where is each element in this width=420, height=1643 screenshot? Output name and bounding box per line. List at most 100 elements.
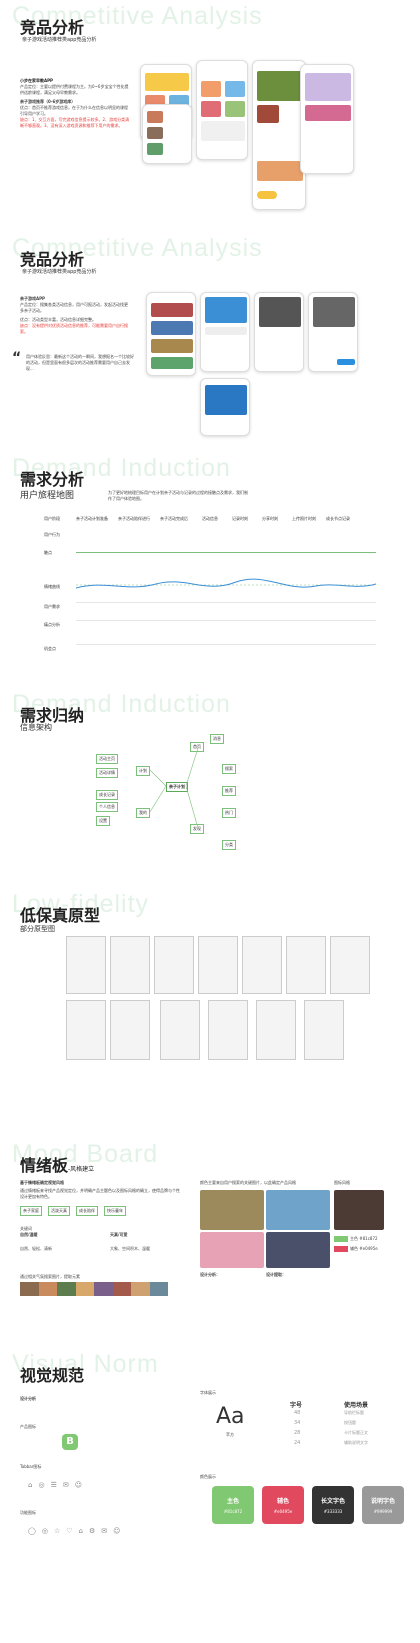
ia-leaf: 设置 — [96, 816, 110, 826]
tabbar-label: Tabbar图标 — [20, 1464, 42, 1469]
func-icon: ◎ — [41, 1527, 48, 1535]
mood-photo — [266, 1232, 330, 1268]
stage: 亲子活动计划准备 — [76, 516, 108, 521]
color-card-main: 主色#81c872 — [212, 1486, 254, 1524]
stage: 亲子活动完成后 — [160, 516, 188, 521]
home-icon: ⌂ — [28, 1481, 33, 1489]
wireframe — [242, 936, 282, 994]
color-name: 说明字色 — [370, 1498, 395, 1505]
wireframe — [208, 1000, 248, 1060]
ia-subtitle: 信息架构 — [20, 723, 52, 732]
demand-section: Demand Induction 需求分析 用户旅程地图 为了更好地梳理目标用户… — [0, 450, 420, 690]
lowfi-section: Low-fidelity 低保真原型 部分原型图 — [0, 890, 420, 1090]
aux-color-label: 辅色 #e0495e — [350, 1246, 378, 1251]
ia-branch: 计划 — [136, 766, 150, 776]
wireframe — [66, 936, 106, 994]
photo-strip — [20, 1282, 168, 1296]
color-card-hint: 说明字色 #999999 — [362, 1486, 404, 1524]
main-color-swatch — [334, 1236, 348, 1242]
color-hex: #81c872 — [223, 1509, 243, 1514]
mood-photo — [200, 1190, 264, 1230]
color-label: 颜色展示 — [200, 1474, 216, 1479]
usage-label: 使用场景 — [344, 1402, 369, 1409]
size-value: 24 — [294, 1440, 301, 1446]
lowfi-subtitle: 部分原型图 — [20, 925, 55, 933]
phone-mockup-5 — [300, 64, 354, 174]
func-icon: ♡ — [66, 1527, 73, 1535]
wireframe — [304, 1000, 344, 1060]
aux-color-swatch — [334, 1246, 348, 1252]
logo-label: 产品图标 — [20, 1424, 36, 1429]
emotion-curve — [76, 578, 376, 589]
color-name: 辅色 — [276, 1498, 289, 1505]
journey-row-label: 机会点 — [44, 646, 56, 651]
journey-subtitle: 用户旅程地图 — [20, 491, 75, 501]
ia-leaf: 成长记录 — [96, 790, 118, 800]
keyword2: 自然、轻松、清新 — [20, 1246, 52, 1251]
feature-title: 亲子游戏推荐（0-6岁游戏库） — [20, 99, 76, 104]
ia-leaf: 分类 — [222, 840, 236, 850]
visual-title: 视觉规范 — [20, 1366, 85, 1385]
ia-leaf: 热门 — [222, 808, 236, 818]
phone2-mockup-5 — [200, 378, 250, 436]
wireframe — [198, 936, 238, 994]
app2-cons: 缺点：没有提供对优质活动信息的推荐，可能需要用户自行搜索。 — [20, 323, 128, 334]
usage-value: 按钮题 — [344, 1420, 356, 1425]
competitive-section-2: Competitive Analysis 竞品分析 亲子游戏活动推荐类app竞品… — [0, 230, 420, 440]
needs-divider — [76, 602, 376, 603]
journey-row-label: 触点 — [44, 550, 52, 555]
func-icon: ⌂ — [78, 1527, 83, 1535]
app-name: 小步在家早教APP — [20, 78, 53, 83]
competitive-subtitle: 亲子游戏活动推荐类app竞品分析 — [22, 37, 97, 43]
font-sample: Aa — [216, 1404, 245, 1429]
ia-leaf: 消息 — [210, 734, 224, 744]
competitive2-subtitle: 亲子游戏活动推荐类app竞品分析 — [22, 269, 97, 275]
color-hex: #999999 — [373, 1509, 393, 1514]
product-logo-icon: B — [62, 1434, 78, 1450]
wireframe — [160, 1000, 200, 1060]
phone-mockup-2 — [142, 104, 192, 164]
wireframe — [66, 1000, 106, 1060]
mood-photo — [200, 1232, 264, 1268]
induction-title: 需求归纳 — [20, 706, 85, 725]
mood-tag: 活泼天真 — [48, 1206, 70, 1216]
color-card-text: 长文字色#333333 — [312, 1486, 354, 1524]
font-label: 字体展示 — [200, 1390, 216, 1395]
mood-tag: 成长陪伴 — [76, 1206, 98, 1216]
size-value: 34 — [294, 1420, 301, 1426]
profile-icon: ☺ — [74, 1481, 83, 1489]
lowfi-bg-title: Low-fidelity — [12, 890, 150, 918]
journey-stage-row: 用户阶段 亲子活动计划准备 亲子活动陪伴进行 亲子活动完成后 活动信息 记录时刻… — [44, 516, 384, 522]
phone-mockup-4 — [252, 60, 306, 210]
func-icon: ✉ — [101, 1527, 108, 1535]
ia-leaf: 搜索 — [222, 764, 236, 774]
phone2-mockup-3 — [254, 292, 304, 372]
func-label: 功能图标 — [20, 1510, 36, 1515]
usage-value: 导航栏标题 — [344, 1410, 364, 1415]
lowfi-title: 低保真原型 — [20, 906, 101, 925]
competitive2-bg-title: Competitive Analysis — [12, 234, 263, 262]
keyword2: 大象、空间积木、温暖 — [110, 1246, 150, 1251]
journey-table: 用户阶段 亲子活动计划准备 亲子活动陪伴进行 亲子活动完成后 活动信息 记录时刻… — [44, 516, 384, 676]
journey-desc: 为了更好地梳理目标用户在计划亲子活动与记录的过程的接触点及需求，我们制作了用户体… — [108, 490, 248, 501]
cons-text: 缺点：1、交互方面，写完游戏信息提示较多。2、游戏分类清晰不够直观。3、没有深入… — [20, 117, 130, 128]
keyword: 天真/可爱 — [110, 1232, 128, 1237]
brand-photo — [334, 1190, 384, 1230]
phone2-mockup-2 — [200, 292, 250, 372]
app2-pros: 优点：活动类型丰富，活动信息详细完整。 — [20, 317, 96, 322]
induction-bg-title: Demand Induction — [12, 690, 231, 718]
demand-bg-title: Demand Induction — [12, 454, 231, 482]
ia-connectors — [149, 747, 199, 829]
ia-leaf: 活动主页 — [96, 754, 118, 764]
visual-section: Visual Norm 视觉规范 设计分析 产品图标 B Tabbar图标 ⌂◎… — [0, 1350, 420, 1643]
mood-title-suffix: -风格建立 — [68, 1166, 95, 1173]
wireframe — [154, 936, 194, 994]
usage-value: 辅助说明文字 — [344, 1440, 368, 1445]
mood-section: Mood Board 情绪板-风格建立 基于情绪板确定视觉风格 通过情绪板来寻找… — [0, 1140, 420, 1340]
pros-text: 优点：首页不推荐游戏信息，在于为什么在信息以明显的课程引导用户学习。 — [20, 105, 128, 116]
journey-row-label: 情绪曲线 — [44, 584, 60, 589]
keywords-label: 关键词 — [20, 1226, 32, 1231]
func-icon: ⚙ — [88, 1527, 96, 1535]
usage-value: 卡片标题正文 — [344, 1430, 368, 1435]
design-right: 设计提取： — [266, 1272, 286, 1277]
